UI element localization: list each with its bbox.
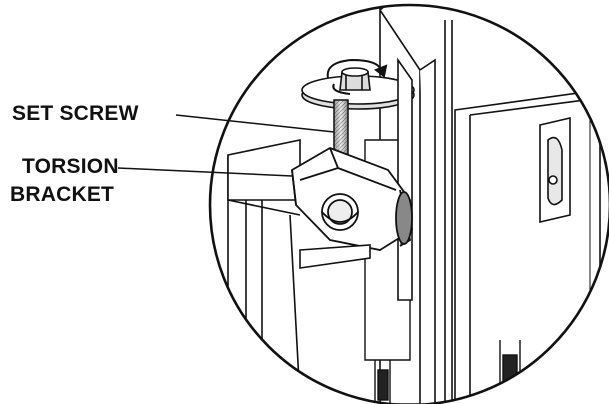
torsion-bracket-label-line2: BRACKET xyxy=(10,183,115,206)
right-panel xyxy=(454,89,601,404)
left-frame xyxy=(227,139,301,401)
torsion-bracket-leader xyxy=(117,167,293,177)
leader-lines xyxy=(117,114,335,177)
set-screw xyxy=(333,99,349,163)
hex-nut xyxy=(339,67,371,91)
set-screw-leader xyxy=(175,114,335,133)
rotation-arrow-icon xyxy=(326,58,388,95)
torsion-bracket xyxy=(291,147,413,251)
set-screw-label: SET SCREW xyxy=(12,102,139,125)
torsion-bracket-label-line1: TORSION xyxy=(22,155,119,178)
detail-circle xyxy=(208,3,609,404)
lower-bar xyxy=(299,244,371,269)
magnified-detail xyxy=(210,5,609,404)
